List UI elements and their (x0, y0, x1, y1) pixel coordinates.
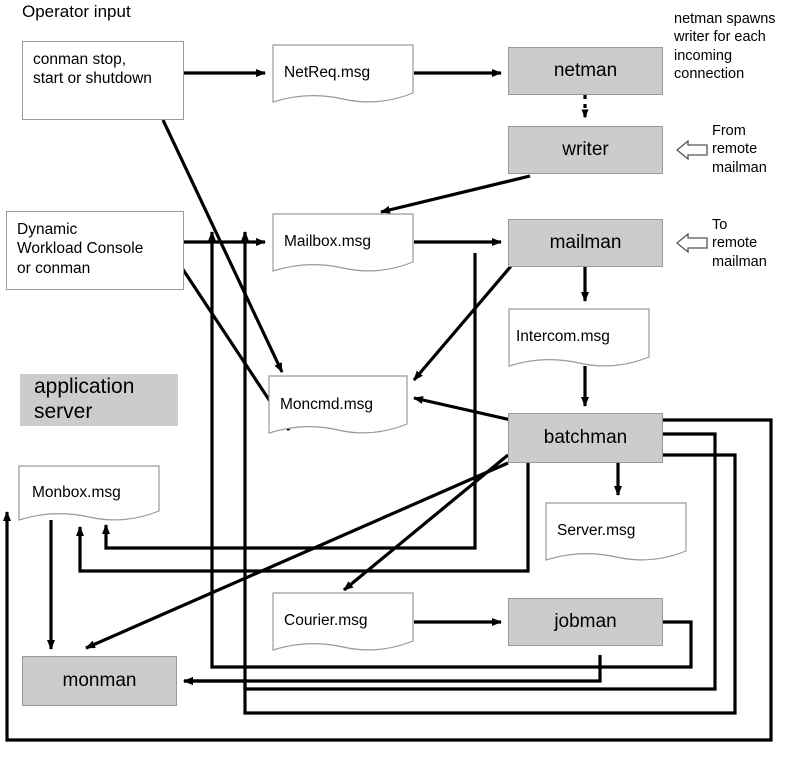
document-intercom[interactable]: Intercom.msg (508, 308, 650, 378)
document-monbox[interactable]: Monbox.msg (18, 465, 160, 535)
process-monman[interactable]: monman (22, 656, 177, 706)
hollow-arrow-to-remote-icon (675, 232, 708, 258)
wire-jobman-to-mailbox-riser (208, 231, 693, 669)
document-server[interactable]: Server.msg (545, 502, 687, 572)
document-courier-label: Courier.msg (284, 612, 368, 629)
wire-mailman-to-monbox (102, 253, 477, 550)
process-jobman-label: jobman (554, 611, 617, 632)
wire-mailman-to-moncmd (412, 263, 514, 382)
wire-bottom-link-245 (243, 453, 737, 715)
wire-batchman-to-monbox (76, 458, 530, 573)
process-netman[interactable]: netman (508, 47, 663, 95)
wire-conman-to-moncmd (161, 119, 284, 373)
annotation-from-remote-mailman: From remote mailman (712, 123, 767, 176)
wire-monman-right-hook (183, 655, 602, 685)
process-writer-label: writer (562, 139, 609, 160)
document-server-label: Server.msg (557, 522, 636, 539)
process-monman-label: monman (62, 670, 137, 691)
process-netman-label: netman (553, 60, 618, 81)
document-netreq-label: NetReq.msg (284, 64, 371, 81)
annotation-to-remote-mailman: To remote mailman (712, 217, 767, 270)
process-jobman[interactable]: jobman (508, 598, 663, 646)
document-courier[interactable]: Courier.msg (272, 592, 414, 662)
legend-application-server: application server (20, 374, 178, 426)
legend-application-server-label: application server (34, 375, 135, 423)
input-box-dynamic-workload-console[interactable]: Dynamic Workload Console or conman (6, 211, 184, 290)
process-writer[interactable]: writer (508, 126, 663, 174)
wire-batchman-to-courier (342, 453, 510, 592)
document-intercom-label: Intercom.msg (516, 328, 610, 345)
document-moncmd[interactable]: Moncmd.msg (268, 375, 408, 445)
process-batchman[interactable]: batchman (508, 413, 663, 463)
document-netreq[interactable]: NetReq.msg (272, 44, 414, 114)
document-mailbox-label: Mailbox.msg (284, 233, 371, 250)
document-mailbox[interactable]: Mailbox.msg (272, 213, 414, 283)
input-box-conman-command[interactable]: conman stop, start or shutdown (22, 41, 184, 120)
page-title: Operator input (22, 2, 131, 21)
input-box-dynamic-workload-console-label: Dynamic Workload Console or conman (17, 221, 144, 277)
document-monbox-label: Monbox.msg (32, 484, 121, 501)
process-batchman-label: batchman (543, 427, 628, 448)
wire-batchman-outer-loop (2, 418, 773, 742)
wire-batchman-to-moncmd (413, 396, 512, 422)
wire-batchman-to-monman (85, 461, 509, 650)
input-box-conman-command-label: conman stop, start or shutdown (33, 51, 152, 88)
process-mailman[interactable]: mailman (508, 219, 663, 267)
process-mailman-label: mailman (549, 232, 622, 253)
wire-writer-to-mailbox (380, 174, 531, 214)
document-moncmd-label: Moncmd.msg (280, 396, 374, 413)
annotation-netman-spawns-writer: netman spawns writer for each incoming c… (674, 11, 776, 83)
hollow-arrow-from-remote-icon (675, 139, 708, 165)
